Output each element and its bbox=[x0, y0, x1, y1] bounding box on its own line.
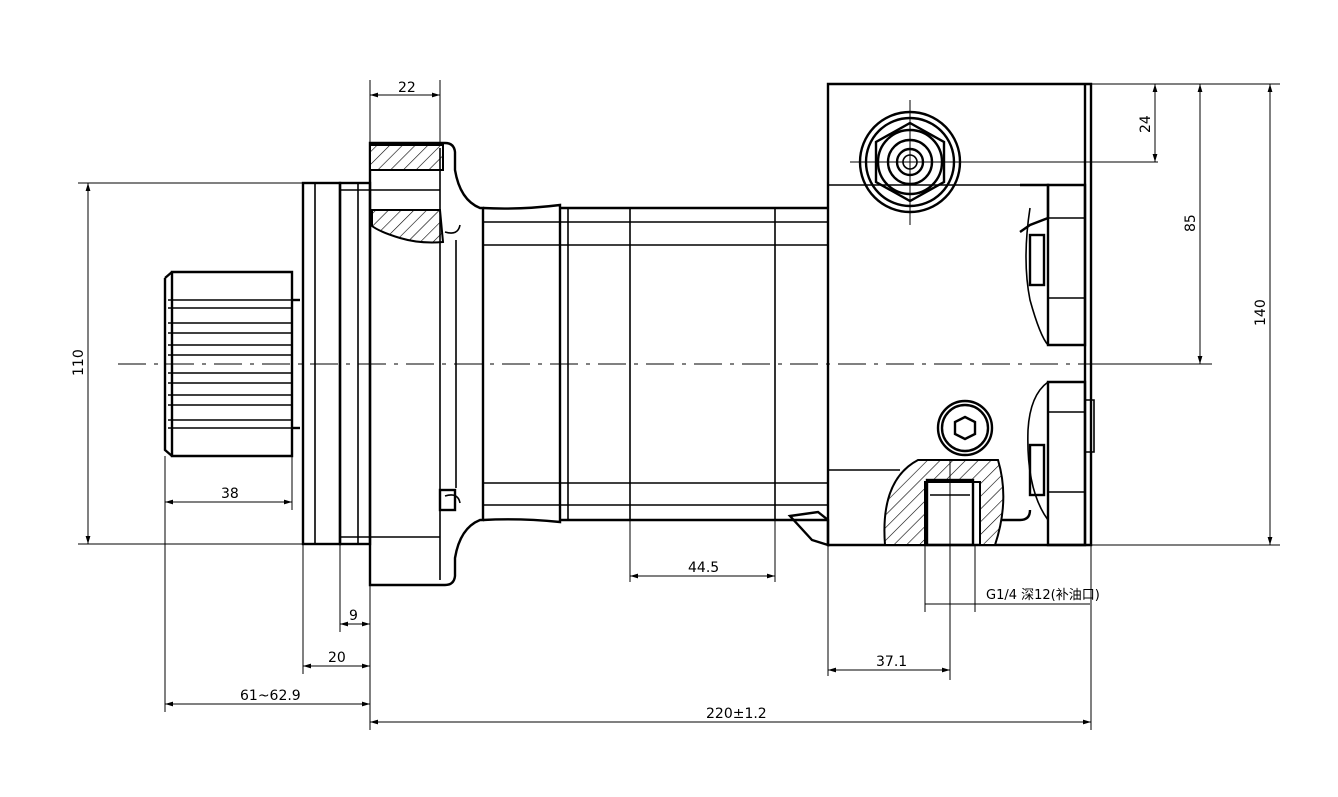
charge-port-section bbox=[883, 459, 1005, 680]
port-fitting bbox=[850, 100, 1158, 225]
motor-body bbox=[482, 203, 830, 547]
port-note: G1/4 深12(补油口) bbox=[986, 588, 1100, 603]
drain-plug bbox=[936, 399, 994, 457]
dim-22: 22 bbox=[398, 80, 416, 96]
dim-20: 20 bbox=[328, 650, 346, 666]
dim-110: 110 bbox=[71, 349, 87, 376]
dim-44-5: 44.5 bbox=[688, 560, 719, 576]
dim-24: 24 bbox=[1138, 115, 1154, 133]
dim-38: 38 bbox=[221, 486, 239, 502]
dim-140: 140 bbox=[1253, 299, 1269, 326]
dim-61-62-9: 61~62.9 bbox=[240, 688, 301, 704]
dim-37-1: 37.1 bbox=[876, 654, 907, 670]
dim-9: 9 bbox=[349, 608, 358, 624]
dim-220: 220±1.2 bbox=[706, 706, 767, 722]
dimension-lines bbox=[78, 80, 1280, 730]
dim-85: 85 bbox=[1183, 214, 1199, 232]
